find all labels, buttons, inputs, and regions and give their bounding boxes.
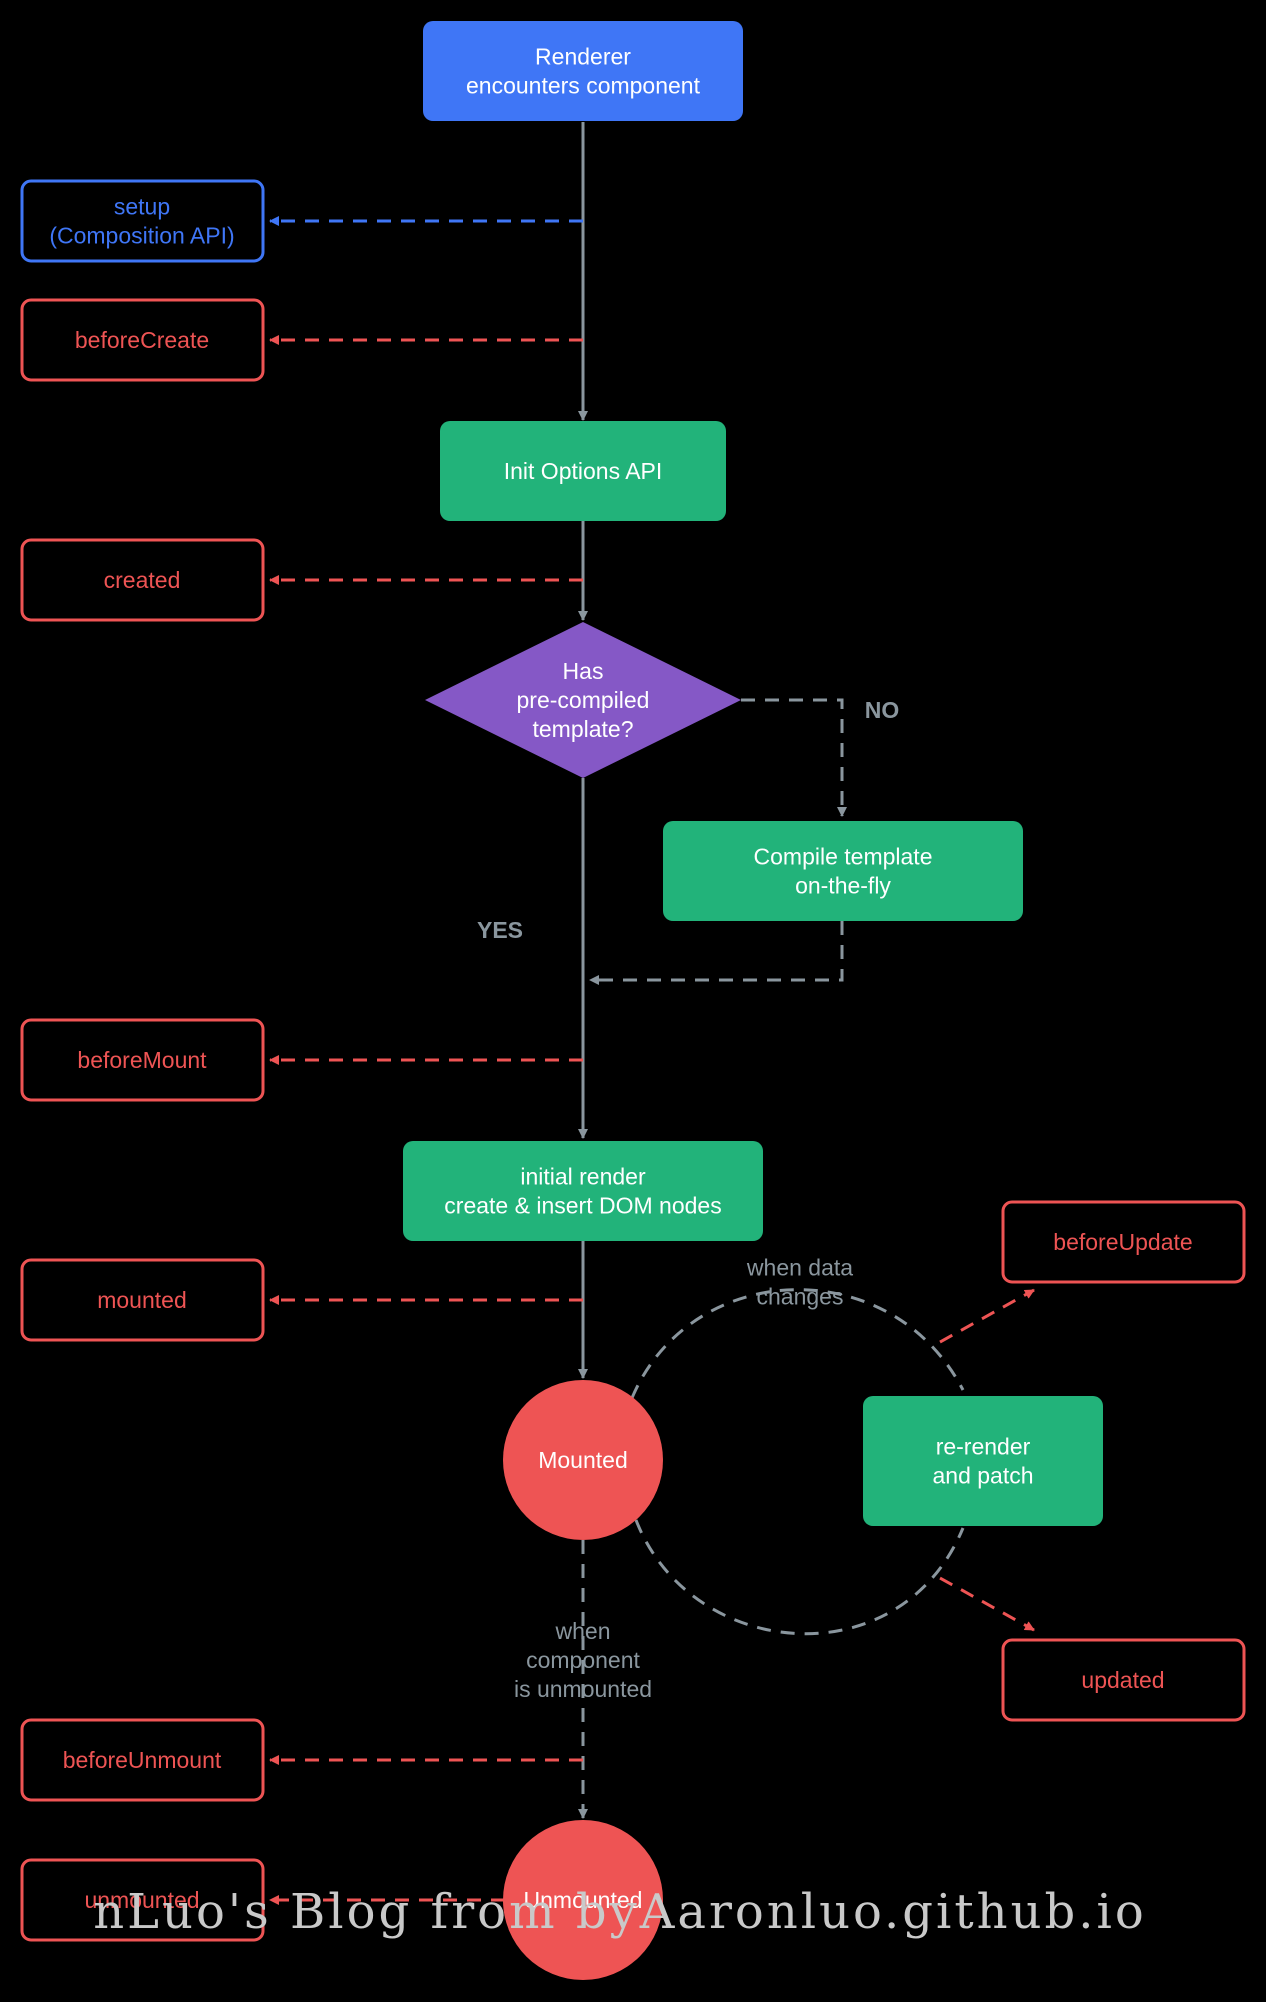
edge-labels: NO YES when data changes when component is … xyxy=(477,697,899,1702)
arrow-to-before-update xyxy=(939,1288,1035,1344)
decision-node xyxy=(425,622,741,778)
hook-before-mount-label: beforeMount xyxy=(77,1047,207,1073)
no-label-line: NO xyxy=(865,697,900,723)
when-data-changes-label-line: changes xyxy=(757,1284,844,1310)
init-options-node xyxy=(440,421,726,521)
mounted-state-label-line: Mounted xyxy=(538,1447,628,1473)
hook-created-label: created xyxy=(104,567,181,593)
rerender-node-label: re-render and patch xyxy=(932,1434,1033,1489)
hook-before-create xyxy=(20,298,265,382)
update-loop-bottom xyxy=(634,1519,965,1636)
init-options-node-label: Init Options API xyxy=(504,458,663,484)
rerender-node xyxy=(863,1396,1103,1526)
arrow-compile-return xyxy=(589,921,844,985)
decision-node-label-line: pre-compiled xyxy=(517,687,650,713)
hook-before-update-label-line: beforeUpdate xyxy=(1053,1229,1192,1255)
renderer-node-label-line: encounters component xyxy=(466,73,701,99)
rerender-node-label-line: and patch xyxy=(932,1463,1033,1489)
hook-before-unmount-label-line: beforeUnmount xyxy=(63,1747,222,1773)
hook-mounted xyxy=(20,1258,265,1342)
watermark: nLuo's Blog from byAaronluo.github.io xyxy=(93,1884,1146,1940)
mounted-state-label: Mounted xyxy=(538,1447,628,1473)
update-loop-top xyxy=(630,1288,965,1399)
hook-boxes: setup (Composition API) beforeCreate crea… xyxy=(20,179,1246,1942)
when-unmounted-label-line: when xyxy=(555,1618,611,1644)
hook-before-mount xyxy=(20,1018,265,1102)
init-options-node-label-line: Init Options API xyxy=(504,458,663,484)
process-nodes: Renderer encounters component Init Option… xyxy=(403,21,1103,1980)
when-unmounted-label-line: component xyxy=(526,1647,640,1673)
hook-unmounted xyxy=(20,1858,265,1942)
decision-node-label: Has pre-compiled template? xyxy=(517,658,650,742)
hook-mounted-label: mounted xyxy=(97,1287,187,1313)
hook-created-label-line: created xyxy=(104,567,181,593)
initial-render-node-label-line: initial render xyxy=(520,1164,646,1190)
initial-render-node-label: initial render create & insert DOM nodes xyxy=(444,1164,721,1219)
hook-before-mount-label-line: beforeMount xyxy=(77,1047,207,1073)
compile-node-label-line: Compile template xyxy=(754,844,933,870)
hook-mounted-label-line: mounted xyxy=(97,1287,187,1313)
decision-node-label-line: template? xyxy=(532,716,633,742)
unmounted-state-label-line: Unmounted xyxy=(524,1887,643,1913)
unmounted-state-node xyxy=(503,1820,663,1980)
arrow-to-updated xyxy=(939,1576,1035,1632)
hook-before-create-label: beforeCreate xyxy=(75,327,209,353)
hook-updated-label: updated xyxy=(1081,1667,1164,1693)
hook-setup-label-line: setup xyxy=(114,194,170,220)
hook-before-create-label-line: beforeCreate xyxy=(75,327,209,353)
yes-label: YES xyxy=(477,917,523,943)
hook-created xyxy=(20,538,265,622)
when-unmounted-label: when component is unmounted xyxy=(514,1618,652,1702)
hook-unmounted-label-line: unmounted xyxy=(84,1887,199,1913)
compile-node-label-line: on-the-fly xyxy=(795,873,891,899)
hook-updated xyxy=(1001,1638,1246,1722)
hook-updated-label-line: updated xyxy=(1081,1667,1164,1693)
hook-setup-label: setup (Composition API) xyxy=(49,194,234,249)
rerender-node-label-line: re-render xyxy=(936,1434,1031,1460)
hook-unmounted-label: unmounted xyxy=(84,1887,199,1913)
hook-before-unmount-label: beforeUnmount xyxy=(63,1747,222,1773)
initial-render-node xyxy=(403,1141,763,1241)
renderer-node-label-line: Renderer xyxy=(535,44,631,70)
initial-render-node-label-line: create & insert DOM nodes xyxy=(444,1193,721,1219)
renderer-node-label: Renderer encounters component xyxy=(466,44,701,99)
hook-before-update-label: beforeUpdate xyxy=(1053,1229,1192,1255)
renderer-node xyxy=(423,21,743,121)
arrow-no-branch xyxy=(741,698,847,817)
decision-node-label-line: Has xyxy=(563,658,604,684)
when-unmounted-label-line: is unmounted xyxy=(514,1676,652,1702)
hook-arrows xyxy=(269,216,1035,1905)
dashed-connectors xyxy=(578,698,965,1819)
compile-node xyxy=(663,821,1023,921)
hook-before-unmount xyxy=(20,1718,265,1802)
mounted-state-node xyxy=(503,1380,663,1540)
yes-label-line: YES xyxy=(477,917,523,943)
hook-setup-label-line: (Composition API) xyxy=(49,223,234,249)
hook-before-update xyxy=(1001,1200,1246,1284)
no-label: NO xyxy=(865,697,900,723)
compile-node-label: Compile template on-the-fly xyxy=(754,844,933,899)
unmounted-state-label: Unmounted xyxy=(524,1887,643,1913)
when-data-changes-label-line: when data xyxy=(746,1255,853,1281)
when-data-changes-label: when data changes xyxy=(746,1255,853,1310)
hook-setup xyxy=(20,179,265,263)
